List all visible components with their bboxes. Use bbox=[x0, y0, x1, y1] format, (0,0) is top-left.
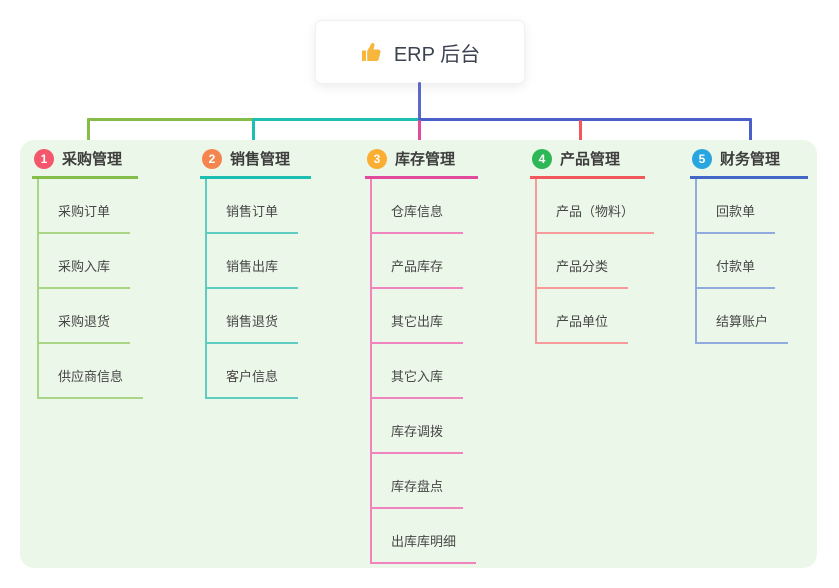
node-purchase-order[interactable]: 采购订单 bbox=[37, 179, 131, 234]
branch-title-finance[interactable]: 5 财务管理 bbox=[690, 148, 808, 179]
node-outbound-detail[interactable]: 出库库明细 bbox=[370, 509, 477, 564]
connector-bus-blue bbox=[418, 118, 752, 121]
node-sales-order[interactable]: 销售订单 bbox=[205, 179, 299, 234]
connector-drop-inventory bbox=[418, 120, 421, 145]
branches-panel bbox=[20, 140, 817, 568]
connector-bus-green bbox=[87, 118, 254, 121]
root-node-label: ERP 后台 bbox=[393, 43, 481, 66]
branch-label: 销售管理 bbox=[230, 151, 291, 168]
branch-badge-5: 5 bbox=[692, 148, 712, 169]
node-purchase-inbound[interactable]: 采购入库 bbox=[37, 234, 131, 289]
branch-items-sales: 销售订单 销售出库 销售退货 客户信息 bbox=[200, 179, 311, 399]
branch-title-purchase[interactable]: 1 采购管理 bbox=[32, 148, 138, 179]
node-receipt-order[interactable]: 回款单 bbox=[695, 179, 776, 234]
branch-title-product[interactable]: 4 产品管理 bbox=[530, 148, 645, 179]
node-other-outbound[interactable]: 其它出库 bbox=[370, 289, 464, 344]
branch-label: 财务管理 bbox=[720, 151, 781, 168]
branch-sales: 2 销售管理 销售订单 销售出库 销售退货 客户信息 bbox=[200, 148, 311, 399]
branch-badge-4: 4 bbox=[532, 148, 552, 169]
branch-title-inventory[interactable]: 3 库存管理 bbox=[365, 148, 478, 179]
branch-product: 4 产品管理 产品（物料） 产品分类 产品单位 bbox=[530, 148, 655, 344]
connector-drop-purchase bbox=[87, 118, 90, 145]
branch-child-line bbox=[205, 179, 207, 399]
branch-title-sales[interactable]: 2 销售管理 bbox=[200, 148, 311, 179]
branch-badge-1: 1 bbox=[34, 148, 54, 169]
node-sales-return[interactable]: 销售退货 bbox=[205, 289, 299, 344]
node-product-material[interactable]: 产品（物料） bbox=[535, 179, 655, 234]
node-stock-transfer[interactable]: 库存调拨 bbox=[370, 399, 464, 454]
node-sales-outbound[interactable]: 销售出库 bbox=[205, 234, 299, 289]
connector-drop-product bbox=[579, 120, 582, 145]
branch-finance: 5 财务管理 回款单 付款单 结算账户 bbox=[690, 148, 808, 344]
branch-label: 库存管理 bbox=[395, 151, 456, 168]
node-customer-info[interactable]: 客户信息 bbox=[205, 344, 299, 399]
node-supplier-info[interactable]: 供应商信息 bbox=[37, 344, 144, 399]
connector-drop-sales bbox=[252, 118, 255, 145]
node-product-unit[interactable]: 产品单位 bbox=[535, 289, 629, 344]
branch-child-line bbox=[370, 179, 372, 564]
node-product-category[interactable]: 产品分类 bbox=[535, 234, 629, 289]
node-product-stock[interactable]: 产品库存 bbox=[370, 234, 464, 289]
branch-label: 产品管理 bbox=[560, 151, 621, 168]
node-payment-order[interactable]: 付款单 bbox=[695, 234, 776, 289]
branch-child-line bbox=[37, 179, 39, 399]
branch-badge-2: 2 bbox=[202, 148, 222, 169]
node-purchase-return[interactable]: 采购退货 bbox=[37, 289, 131, 344]
branch-badge-3: 3 bbox=[367, 148, 387, 169]
branch-items-finance: 回款单 付款单 结算账户 bbox=[690, 179, 808, 344]
node-stock-count[interactable]: 库存盘点 bbox=[370, 454, 464, 509]
node-other-inbound[interactable]: 其它入库 bbox=[370, 344, 464, 399]
branch-items-inventory: 仓库信息 产品库存 其它出库 其它入库 库存调拨 库存盘点 出库库明细 bbox=[365, 179, 478, 564]
branch-label: 采购管理 bbox=[62, 151, 123, 168]
connector-root-vertical bbox=[418, 82, 421, 119]
thumbs-up-icon bbox=[360, 40, 384, 64]
connector-bus-teal bbox=[252, 118, 420, 121]
branch-inventory: 3 库存管理 仓库信息 产品库存 其它出库 其它入库 库存调拨 库存盘点 出库库… bbox=[365, 148, 478, 564]
node-warehouse-info[interactable]: 仓库信息 bbox=[370, 179, 464, 234]
branch-items-product: 产品（物料） 产品分类 产品单位 bbox=[530, 179, 655, 344]
branch-child-line bbox=[695, 179, 697, 344]
connector-drop-finance bbox=[749, 118, 752, 145]
branch-child-line bbox=[535, 179, 537, 344]
root-node-erp-backend[interactable]: ERP 后台 bbox=[315, 20, 525, 84]
node-settlement-account[interactable]: 结算账户 bbox=[695, 289, 789, 344]
branch-items-purchase: 采购订单 采购入库 采购退货 供应商信息 bbox=[32, 179, 144, 399]
branch-purchase: 1 采购管理 采购订单 采购入库 采购退货 供应商信息 bbox=[32, 148, 144, 399]
